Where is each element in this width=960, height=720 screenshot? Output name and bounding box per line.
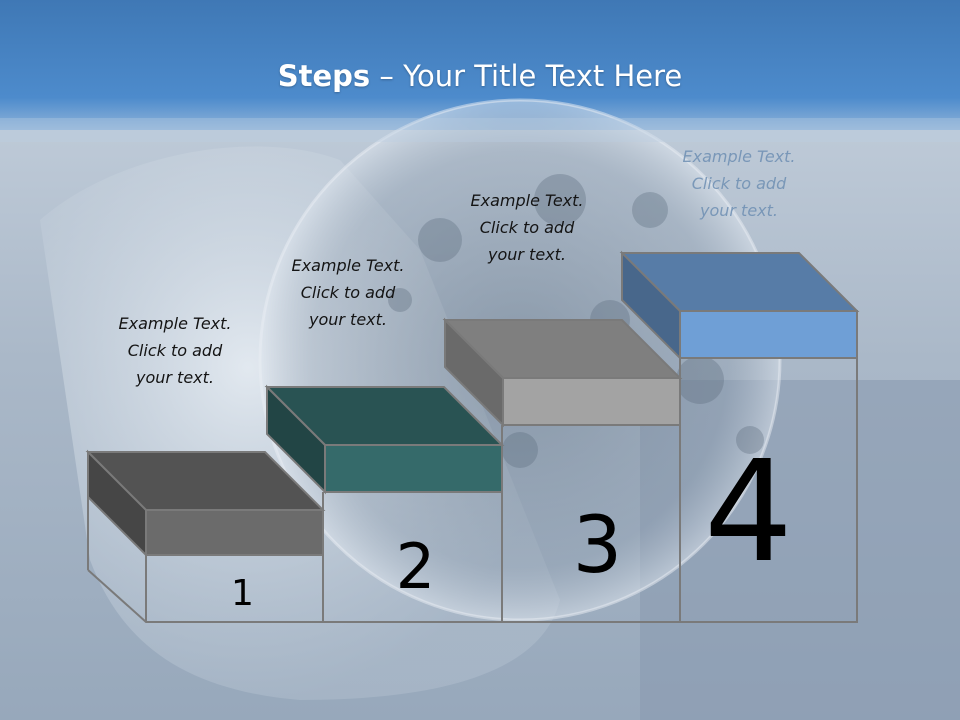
step-3-caption-line-2: Click to add [479, 218, 575, 237]
step-1-number: 1 [231, 573, 254, 614]
step-3-block[interactable] [442, 317, 683, 428]
step-3-front-face [502, 377, 681, 426]
step-3-caption[interactable]: Example Text. Click to add your text. [442, 187, 612, 268]
step-1-caption[interactable]: Example Text. Click to add your text. [90, 310, 260, 391]
step-3-caption-line-3: your text. [487, 245, 566, 264]
step-4-number: 4 [704, 431, 793, 594]
step-1-caption-line-2: Click to add [127, 341, 223, 360]
step-4-block[interactable] [619, 250, 860, 361]
step-1-caption-line-3: your text. [135, 368, 214, 387]
step-4-caption-line-3: your text. [699, 201, 778, 220]
step-1-block[interactable] [85, 449, 326, 558]
title-bold: Steps [277, 59, 371, 93]
title-dash: – [370, 59, 404, 93]
step-4-caption-line-2: Click to add [691, 174, 787, 193]
step-2-caption-line-2: Click to add [300, 283, 396, 302]
step-2-caption[interactable]: Example Text. Click to add your text. [263, 252, 433, 333]
step-4-caption[interactable]: Example Text. Click to add your text. [654, 143, 824, 224]
step-4-front-face [679, 310, 858, 359]
step-2-caption-line-3: your text. [308, 310, 387, 329]
step-3-number: 3 [573, 501, 623, 591]
slide-title[interactable]: Steps – Your Title Text Here [0, 58, 960, 94]
step-3-caption-line-1: Example Text. [470, 191, 584, 210]
step-1-front-face [145, 509, 324, 556]
title-text: Your Title Text Here [403, 59, 683, 93]
step-2-front-face [324, 444, 503, 493]
step-1-caption-line-1: Example Text. [118, 314, 232, 333]
staircase-outline [87, 311, 858, 623]
step-2-block[interactable] [264, 384, 505, 495]
step-4-caption-line-1: Example Text. [682, 147, 796, 166]
step-2-number: 2 [396, 530, 435, 603]
step-2-caption-line-1: Example Text. [291, 256, 405, 275]
